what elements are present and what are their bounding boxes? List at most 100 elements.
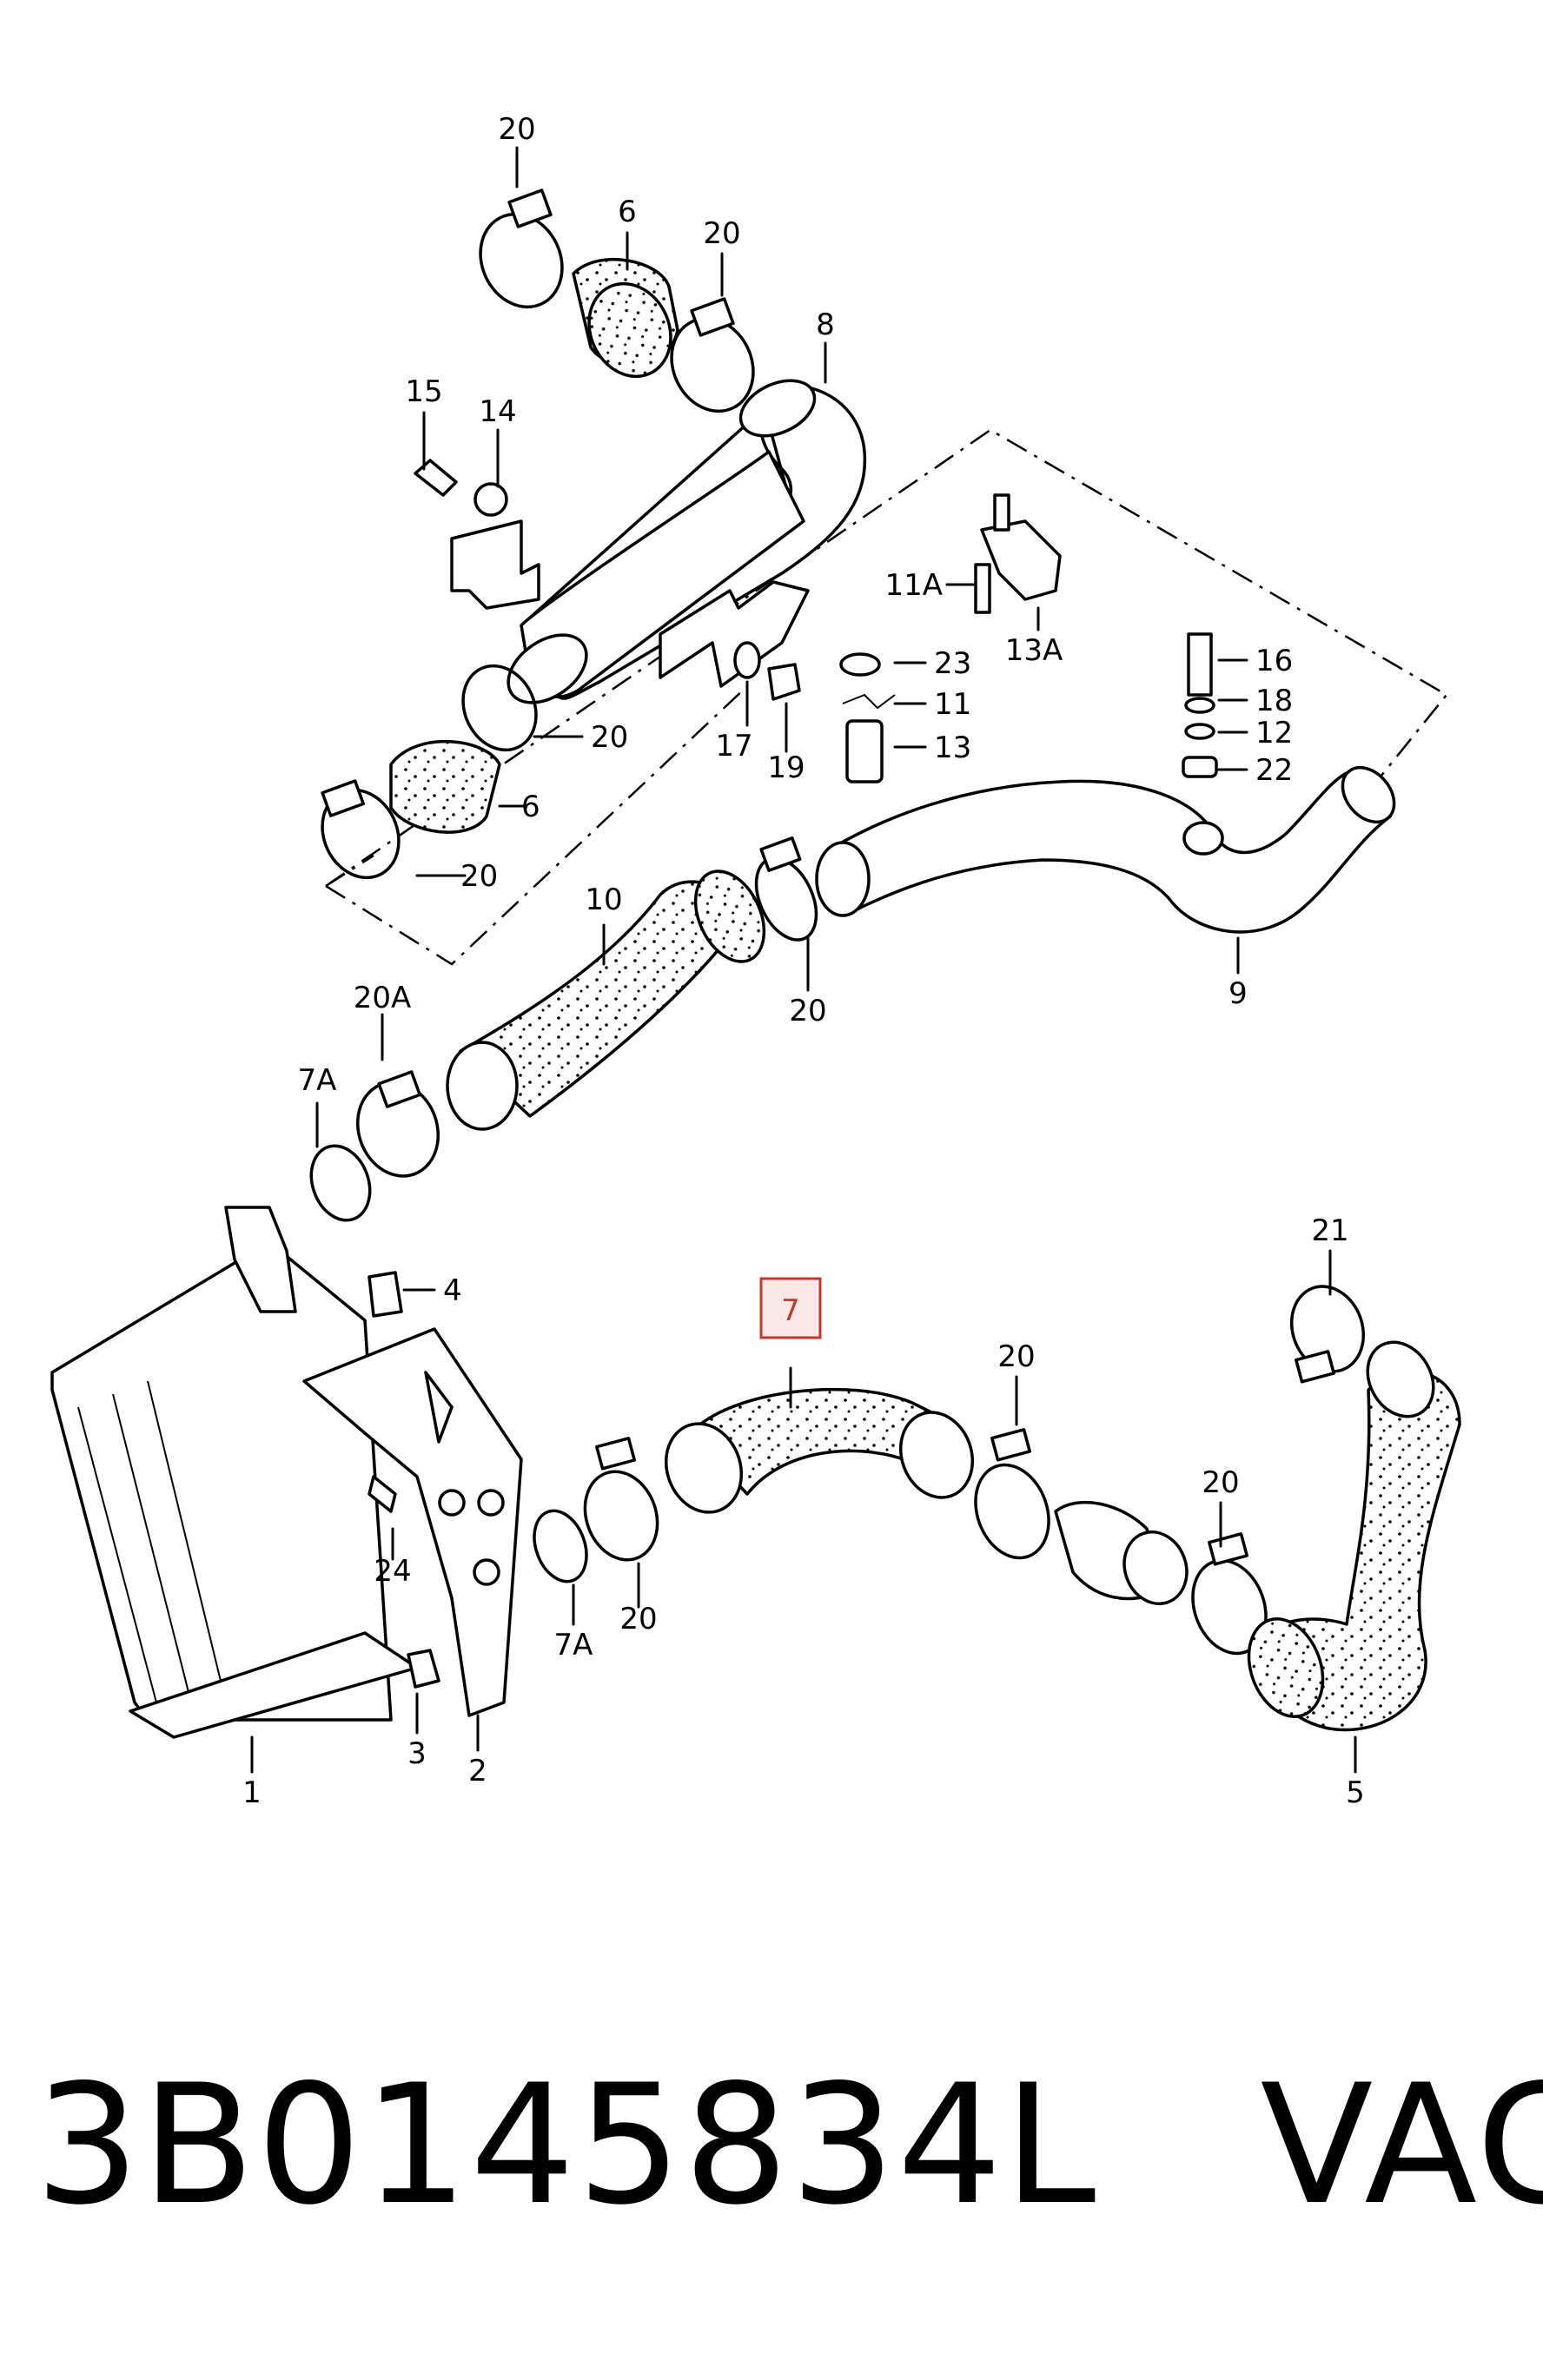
callout-17: 17 — [715, 729, 752, 764]
callout-23: 23 — [934, 646, 971, 681]
callout-16: 16 — [1255, 644, 1293, 678]
clamp-21 — [1289, 1285, 1366, 1373]
clamp-20-e-screw — [759, 836, 802, 872]
callout-20A: 20A — [354, 981, 412, 1015]
washer-17 — [733, 641, 761, 679]
callout-7A-lower: 7A — [554, 1628, 593, 1663]
callout-20-h: 20 — [619, 1602, 657, 1636]
callout-20-f: 20 — [997, 1339, 1035, 1374]
clamp-20-h — [583, 1470, 659, 1562]
hose-5-end-top — [1366, 1340, 1435, 1418]
clamp-20-top-screw — [507, 188, 553, 228]
callout-18: 18 — [1255, 684, 1293, 718]
clamp-21-screw — [1295, 1350, 1335, 1384]
bolt-16 — [1187, 632, 1213, 697]
callout-21: 21 — [1311, 1213, 1348, 1248]
pipe-9-end-right — [1341, 765, 1396, 824]
pipe-8-bracket — [659, 580, 810, 688]
clamp-20-h-screw — [595, 1437, 636, 1471]
callout-2: 2 — [468, 1754, 487, 1788]
hose-7-end-right — [898, 1411, 975, 1499]
washer-18 — [1184, 697, 1215, 714]
highlight-box-7 — [759, 1277, 822, 1339]
pipe-9-end-left — [815, 841, 871, 917]
part-number: 3B0145834L — [35, 2049, 1098, 2241]
callout-7A-upper: 7A — [298, 1063, 337, 1098]
washer-23 — [839, 652, 881, 677]
clamp-20-c — [461, 664, 538, 752]
mount-4 — [368, 1271, 403, 1318]
sensor-13A — [980, 519, 1062, 601]
pipe-9 — [832, 771, 1392, 934]
hose-7-end-left — [664, 1422, 744, 1514]
callout-22: 22 — [1255, 753, 1293, 788]
seal-7A-lower — [533, 1509, 588, 1583]
bolt-24 — [368, 1475, 397, 1513]
callout-7: 7 — [781, 1293, 800, 1328]
clamp-20-b — [670, 316, 755, 413]
callout-14: 14 — [479, 394, 516, 429]
callout-10: 10 — [585, 883, 622, 917]
bracket-2-hole-b — [477, 1489, 505, 1517]
callout-11A: 11A — [884, 568, 943, 603]
leader-lines — [250, 146, 1357, 1774]
callout-19: 19 — [767, 750, 805, 785]
callout-13A: 13A — [1005, 633, 1063, 668]
valve-14-port — [473, 482, 508, 517]
clamp-20-b-screw — [690, 297, 735, 337]
pipe-9-mount — [1182, 821, 1224, 856]
clamp-20-d-screw — [321, 779, 365, 817]
seal-7A-upper — [309, 1144, 372, 1222]
bracket-2-hole-c — [473, 1558, 500, 1586]
callout-1: 1 — [242, 1775, 262, 1810]
valve-14 — [450, 519, 540, 610]
callout-3: 3 — [407, 1736, 427, 1771]
intercooler-1-fins — [77, 1380, 227, 1703]
callout-6-b: 6 — [521, 790, 540, 824]
callout-20-g: 20 — [1202, 1465, 1239, 1500]
callout-12: 12 — [1255, 716, 1293, 750]
mount-3 — [407, 1649, 440, 1689]
part-caption: 3B0145834L VAG — [35, 2063, 1543, 2228]
callout-24: 24 — [374, 1554, 411, 1589]
bracket-2 — [302, 1327, 523, 1717]
callout-8: 8 — [816, 307, 835, 342]
grommet-22 — [1182, 756, 1218, 778]
callout-20-e: 20 — [789, 994, 826, 1028]
hose-5-end-bottom — [1247, 1617, 1325, 1718]
clamp-20-top — [479, 212, 564, 309]
washer-12 — [1184, 723, 1215, 740]
dashed-group-outline — [325, 428, 1448, 966]
coupling-6-top-end — [587, 281, 672, 379]
callout-4: 4 — [443, 1273, 462, 1308]
coupling-lower-end — [1122, 1530, 1189, 1605]
intercooler-1-inlet — [224, 1206, 297, 1313]
callout-20-d: 20 — [460, 859, 498, 894]
caption-separator — [1097, 2049, 1260, 2241]
bolt-15 — [414, 459, 458, 497]
bracket-2-hole-a — [438, 1489, 466, 1517]
callout-9: 9 — [1228, 976, 1248, 1011]
clamp-20-f — [974, 1463, 1050, 1560]
brand-name: VAG — [1260, 2049, 1543, 2241]
bracket-2-cutout — [424, 1371, 454, 1444]
callout-20-b: 20 — [703, 216, 740, 251]
callout-labels: 20 6 20 8 15 14 11A 13A 23 11 13 16 18 1… — [242, 112, 1365, 1810]
pipe-8-end-top — [738, 379, 817, 438]
callout-11: 11 — [934, 687, 971, 722]
callout-20-c: 20 — [591, 720, 628, 755]
hose-10-sleeve — [693, 869, 766, 963]
callout-13: 13 — [934, 731, 971, 765]
hose-10-end — [446, 1041, 519, 1131]
clamp-20-f-screw — [990, 1428, 1031, 1462]
callout-15: 15 — [405, 374, 442, 409]
callout-6-top: 6 — [618, 195, 637, 229]
sensor-13 — [845, 719, 884, 783]
nut-19 — [767, 663, 801, 701]
clamp-20A-screw — [377, 1070, 421, 1108]
callout-20-top: 20 — [498, 112, 535, 147]
coupling-6-lower — [389, 739, 501, 834]
bolt-11A — [974, 563, 991, 614]
clip-11 — [842, 693, 896, 710]
